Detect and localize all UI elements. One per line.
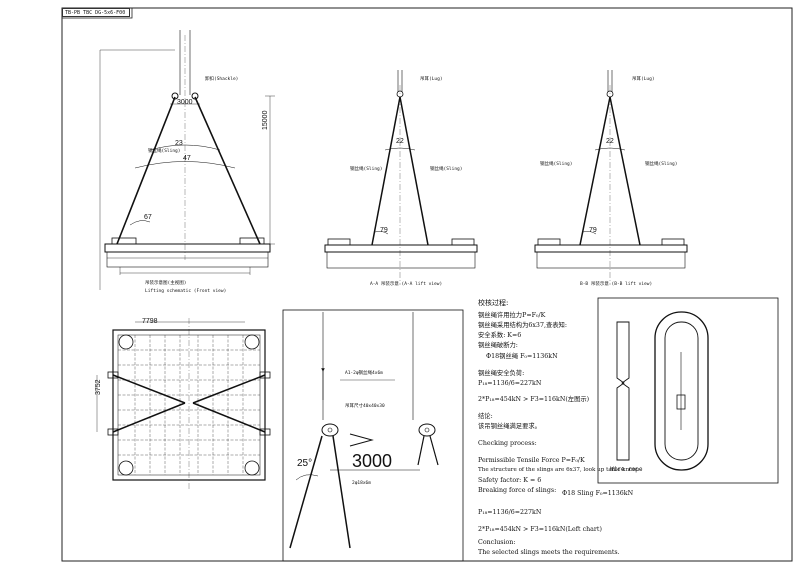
label-sling-spec-b: 吊耳尺寸40x40x30 (345, 404, 385, 409)
main-lift-view (99, 30, 275, 290)
dim-detail-width: 3000 (352, 451, 393, 471)
dim-top-width: 3000 (177, 99, 193, 106)
label-wire-spec: 2φ18x6m (352, 481, 371, 486)
main-caption-en: Lifting schematic (Front view) (145, 289, 227, 294)
label-sling-b: 钢丝绳(Sling) (540, 162, 573, 167)
label-sling-a2: 钢丝绳(Sling) (430, 167, 463, 172)
label-sling-a: 钢丝绳(Sling) (350, 167, 383, 172)
calc-en-7: P₁₈=1136/6=227kN (478, 509, 542, 516)
side-view-b (534, 70, 688, 285)
dim-side-angle-b: 22 (606, 138, 614, 145)
dim-plan-side: 3752 (95, 379, 102, 395)
calc-cn-1: 钢丝绳许用拉力P=F₀/K (478, 312, 546, 319)
wire-rope-detail (597, 297, 779, 484)
calc-cn-3: 安全系数: K=6 (478, 332, 522, 339)
calc-cn-4: 钢丝绳破断力: (478, 342, 518, 349)
side-caption-b: B-B 吊装示意 (B-B lift view) (580, 282, 653, 287)
calc-cn-2: 钢丝绳采用结构为6x37,查表知: (478, 322, 567, 329)
calc-en-5: Breaking force of slings: (478, 487, 557, 494)
label-wire-rope: Wire rope (610, 466, 643, 473)
label-sling: 钢丝绳(Sling) (148, 149, 181, 154)
dim-detail-angle: 25° (297, 458, 313, 469)
dim-angle-half: 23 (175, 140, 183, 147)
calc-en-8: 2*P₁₈=454kN > F3=116kN(Left chart) (478, 526, 602, 533)
dim-plan-width: 7798 (142, 318, 158, 325)
calc-cn-8: 2*P₁₈=454kN > F3=116kN(左图示) (478, 396, 590, 403)
calc-cn-5: Φ18钢丝绳 F₀=1136kN (486, 353, 558, 360)
label-shackle: 卸扣(Shackle) (205, 77, 239, 82)
calc-cn-10: 该吊钢丝绳满足要求。 (478, 423, 541, 430)
calc-cn-9: 结论: (478, 413, 493, 420)
calc-cn-7: P₁₈=1136/6=227kN (478, 380, 542, 387)
detail-view (282, 309, 464, 562)
calc-en-1: Checking process: (478, 440, 537, 447)
side-caption-a: A-A 吊装示意 (A-A lift view) (370, 282, 443, 287)
calc-en-4: Safety factor: K = 6 (478, 477, 542, 484)
plan-view (96, 318, 271, 490)
label-lug-b: 吊耳(Lug) (632, 77, 655, 82)
calc-en-9: Conclusion: (478, 539, 516, 546)
dim-angle-full: 47 (183, 155, 191, 162)
calc-title: 校核过程: (478, 299, 509, 307)
dim-side-angle-a: 22 (396, 138, 404, 145)
dim-angle-base: 67 (144, 214, 152, 221)
dim-side-base-b: 79 (589, 227, 597, 234)
calc-cn-6: 钢丝绳安全负荷: (478, 370, 525, 377)
calc-en-3: The structure of the slings are 6x37, lo… (478, 467, 640, 473)
dim-side-base-a: 79 (380, 227, 388, 234)
calc-en-10: The selected slings meets the requiremen… (478, 549, 620, 556)
calc-en-2: Permissible Tensile Force P=F₀/K (478, 457, 585, 464)
label-sling-b2: 钢丝绳(Sling) (645, 162, 678, 167)
dim-height: 15000 (262, 110, 269, 130)
label-sling-spec-a: A1-2φ钢丝绳4x6m (345, 371, 383, 376)
title-block: TB-PB TBC DG-5x6-F00 (62, 8, 130, 17)
label-lug-a: 吊耳(Lug) (420, 77, 443, 82)
calc-en-6: Φ18 Sling F₀=1136kN (562, 490, 634, 497)
side-view-a (324, 70, 478, 285)
main-caption-cn: 吊装示意图(主视图) (145, 281, 187, 286)
